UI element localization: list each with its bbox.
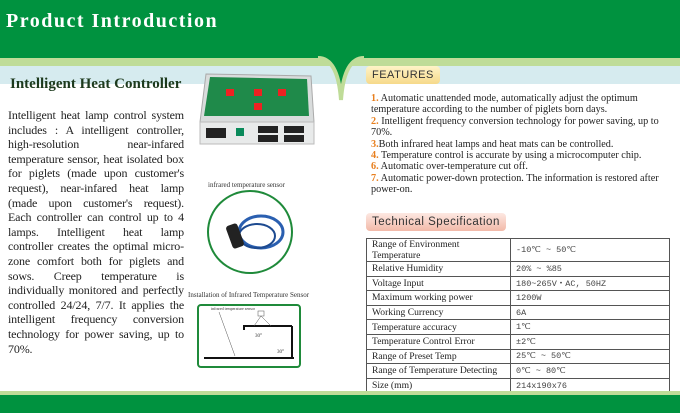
footer-banner [0,395,680,413]
diagram-angle-1: 30° [255,334,262,339]
spec-value: 180~265V・AC, 50HZ [510,275,670,292]
feature-item: 2. Intelligent frequency conversion tech… [371,115,659,139]
feature-item: 4. Temperature control is accurate by us… [371,150,642,162]
spec-heading: Technical Specification [366,213,506,231]
controller-image [199,73,315,145]
page-title: Product Introduction [6,10,219,32]
spec-label: Temperature accuracy [366,319,511,335]
feature-item: 1. Automatic unattended mode, automatica… [371,93,638,116]
spec-label: Range of Temperature Detecting [366,363,511,379]
diagram-label: infrared temperature sensor [211,306,255,311]
install-diagram: infrared temperature sensor 30° 30° [197,304,301,368]
spec-label: Range of Environment Temperature [366,238,511,262]
diagram-angle-2: 30° [277,350,284,355]
spec-table: Range of Environment Temperature-10℃ ~ 5… [366,238,670,394]
features-heading: FEATURES [366,66,440,84]
spec-value: 1℃ [510,319,670,335]
feature-item: 3.Both infrared heat lamps and heat mats… [371,138,614,150]
spec-value: 0℃ ~ 80℃ [510,363,670,379]
features-list: 1. Automatic unattended mode, automatica… [371,93,673,196]
sensor-image [207,190,293,274]
product-title: Intelligent Heat Controller [10,76,182,92]
spec-value: -10℃ ~ 50℃ [510,238,670,262]
feature-item: 6. Automatic over-temperature cut off. [371,161,528,173]
spec-value: ±2℃ [510,333,670,350]
spec-row: Temperature Control Error±2℃ [366,333,670,350]
spec-value: 6A [510,304,670,321]
spec-label: Range of Preset Temp [366,348,511,365]
spec-value: 20% ~ %85 [510,261,670,277]
footer-strip [0,391,680,395]
spec-label: Working Currency [366,304,511,321]
product-intro-text: Intelligent heat lamp control system inc… [8,108,184,356]
feature-item: 7. Automatic power-down protection. The … [371,172,659,196]
leaf-notch-decoration [318,40,364,101]
install-caption: Installation of Infrared Temperature Sen… [188,291,310,299]
spec-value: 1200W [510,290,670,306]
sensor-caption: infrared temperature sensor [208,181,285,189]
spec-value: 25℃ ~ 50℃ [510,348,670,365]
spec-row: Range of Environment Temperature-10℃ ~ 5… [366,238,670,262]
spec-label: Relative Humidity [366,261,511,277]
spec-row: Size (mm)214x190x76 [366,377,670,394]
spec-label: Maximum working power [366,290,511,306]
spec-label: Temperature Control Error [366,333,511,350]
spec-label: Voltage Input [366,275,511,292]
